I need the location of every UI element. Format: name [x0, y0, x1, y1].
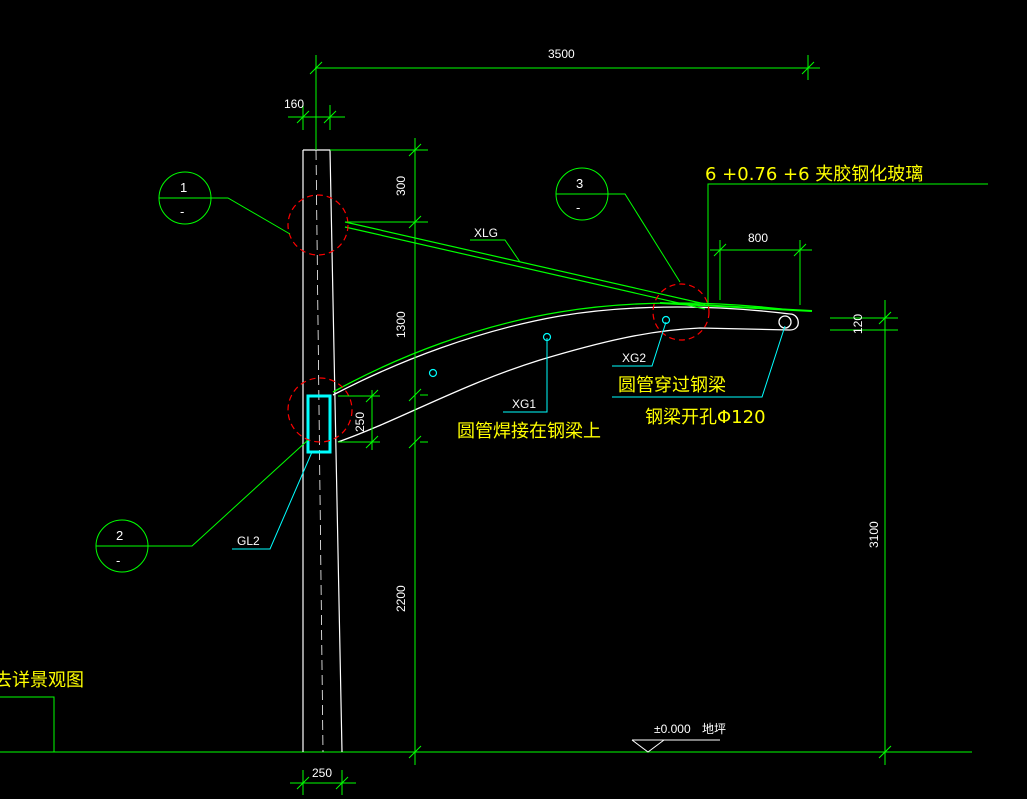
detail-bubble-2	[95, 439, 309, 573]
gl2-leader	[232, 451, 313, 550]
dim-top-segment-label: 300	[394, 176, 408, 196]
dim-canopy-height-label: 3100	[867, 521, 881, 548]
detail-bubble-1	[158, 171, 291, 235]
detail-bubble-2-number: 2	[116, 528, 123, 543]
dim-column-top-label: 160	[284, 97, 304, 111]
partial-title-underline	[0, 696, 55, 752]
detail-bubble-2-sheet: -	[116, 553, 120, 568]
detail-bubble-3-sheet: -	[576, 200, 580, 215]
detail-bubble-1-sheet: -	[180, 204, 184, 219]
dim-canopy-height	[830, 300, 898, 765]
beam-hole-leader	[612, 325, 786, 398]
gl2-tag: GL2	[237, 534, 260, 548]
ground-elevation-value: ±0.000	[654, 722, 691, 736]
xlg-leader	[470, 239, 521, 263]
dim-beam-depth-label: 250	[353, 412, 367, 432]
dim-tip-depth-label: 120	[851, 314, 865, 334]
detail-bubble-3-number: 3	[576, 176, 583, 191]
dim-mid-segment-label: 1300	[394, 311, 408, 338]
ground-elevation-label: 地坪	[702, 722, 726, 736]
gl2-section	[306, 394, 332, 454]
xg1-leader	[503, 338, 548, 413]
detail-bubble-1-number: 1	[180, 180, 187, 195]
round-tube-through-note: 圆管穿过钢梁	[618, 375, 726, 396]
dim-overhang	[710, 240, 812, 305]
glass-note-leader	[707, 183, 988, 305]
dim-total-span-label: 3500	[548, 47, 575, 61]
dim-bottom-segment-label: 2200	[394, 585, 408, 612]
dim-column-base-label: 250	[312, 766, 332, 780]
dim-vertical-column	[330, 138, 428, 765]
xlg-tag: XLG	[474, 226, 498, 240]
xg1-tag: XG1	[512, 397, 536, 411]
glass-note: 6 +0.76 +6 夹胶钢化玻璃	[705, 164, 923, 185]
detail-bubble-3	[555, 167, 681, 283]
detail-markers	[287, 194, 710, 443]
dim-column-base	[290, 770, 356, 795]
round-tube-welded-note: 圆管焊接在钢梁上	[457, 421, 601, 442]
dim-total-span	[309, 55, 820, 150]
beam-hole-note: 钢梁开孔Φ120	[645, 407, 766, 428]
xg2-leader	[612, 321, 667, 367]
xg2-tag: XG2	[622, 351, 646, 365]
dim-column-top	[288, 105, 345, 130]
beam-holes	[428, 315, 671, 378]
partial-title: 去详景观图	[0, 670, 84, 691]
dim-beam-depth	[338, 389, 380, 450]
tie-rod-xlg	[344, 221, 706, 310]
ground-elevation-marker	[631, 739, 720, 753]
dim-overhang-label: 800	[748, 231, 768, 245]
